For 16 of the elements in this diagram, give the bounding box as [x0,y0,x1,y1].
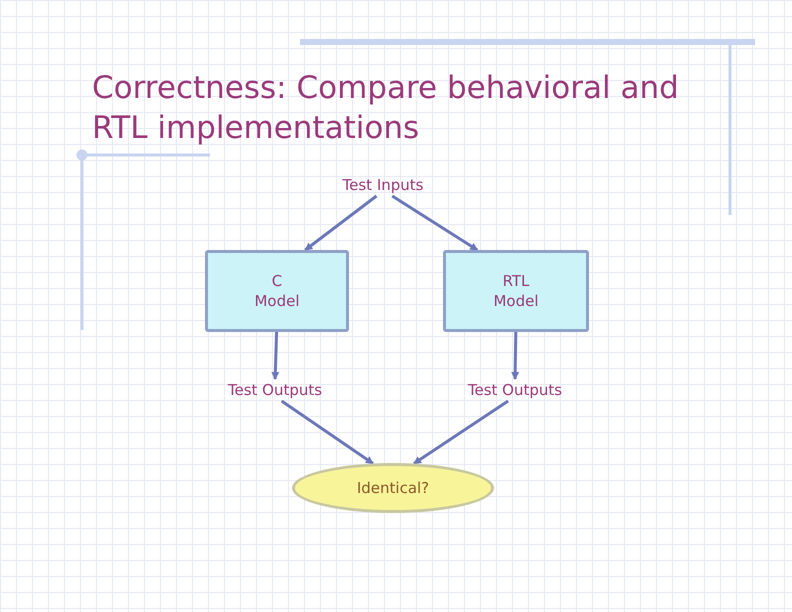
arrow [511,332,520,380]
arrow [280,400,374,465]
model-box [205,250,349,332]
slide-title: Correctness: Compare behavioral and RTL implementations [92,69,680,148]
node-text: RTL Model [492,271,540,311]
arrow [391,194,478,252]
node-text: Test Inputs [342,175,424,195]
arrow [271,332,280,380]
node-text: Identical? [356,478,430,498]
decision-ellipse [292,463,494,513]
arrow [304,194,378,252]
model-box [443,250,589,332]
arrow [413,400,509,465]
node-text: Test Outputs [468,380,562,400]
node-text: Test Outputs [228,380,322,400]
node-text: C Model [253,271,301,311]
